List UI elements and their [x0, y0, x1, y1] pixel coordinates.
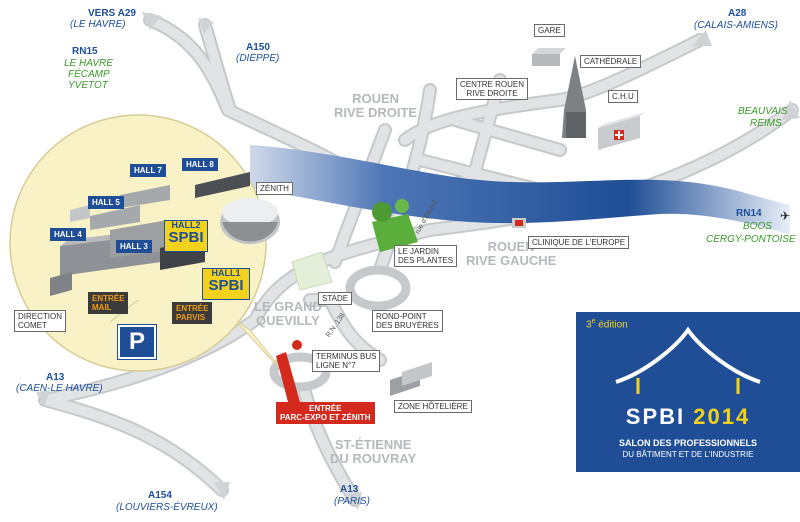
place-rond-point-line1: ROND-POINT [376, 312, 427, 321]
place-zenith: ZÉNITH [256, 182, 293, 195]
road-a29-sub: (LE HAVRE) [70, 19, 126, 30]
place-stade: STADE [318, 292, 353, 305]
spbi-hall2-marker: HALL2 SPBI [164, 220, 208, 252]
entrance-parc-expo-line1: ENTRÉE [309, 404, 342, 413]
east-town-2: REIMS [750, 118, 782, 129]
road-rn15-name: RN15 [72, 46, 98, 57]
rn15-town-3: YVETOT [68, 80, 108, 91]
place-terminus-line2: LIGNE N°7 [316, 361, 356, 370]
spbi-hall1-hall: HALL1 [211, 268, 241, 278]
place-terminus-bus: TERMINUS BUS LIGNE N°7 [312, 350, 381, 372]
place-centre-line1: CENTRE ROUEN [460, 80, 525, 89]
road-a28-name: A28 [728, 8, 747, 19]
place-jardin-line1: LE JARDIN [398, 247, 439, 256]
hall-7-tag: HALL 7 [130, 164, 166, 177]
badge-edition-sup: e [591, 318, 596, 325]
road-a13-west-sub: (CAEN-LE HAVRE) [16, 383, 103, 394]
district-rive-droite-line1: ROUEN [352, 91, 400, 106]
entrance-parc-expo-line2: PARC-EXPO ET ZÉNITH [280, 413, 371, 422]
hall-8-tag: HALL 8 [182, 158, 218, 171]
hall-5-tag: HALL 5 [88, 196, 124, 209]
district-st-etienne: ST-ÉTIENNE DU ROUVRAY [330, 438, 416, 466]
badge-title: SPBI 2014 [576, 404, 800, 430]
place-centre-rouen: CENTRE ROUEN RIVE DROITE [456, 78, 529, 100]
badge-edition-num: 3 [586, 319, 592, 331]
seine-river [250, 145, 790, 235]
entrance-parc-expo: ENTRÉE PARC-EXPO ET ZÉNITH [276, 402, 375, 424]
district-st-etienne-line1: ST-ÉTIENNE [334, 437, 412, 452]
jardin-des-plantes-park [372, 199, 418, 252]
badge-brand: SPBI [625, 404, 686, 429]
road-arrowheads [36, 12, 800, 510]
spbi-hall1-brand: SPBI [208, 277, 244, 294]
place-clinique: CLINIQUE DE L'EUROPE [528, 236, 630, 249]
entrance-pointer [276, 352, 300, 402]
district-grand-quevilly-line1: LE GRAND [254, 299, 322, 314]
road-a150-name: A150 [246, 42, 270, 53]
rn15-town-1: LE HAVRE [64, 58, 113, 69]
entrance-mail: ENTRÉE MAIL [88, 292, 129, 314]
entrance-parvis-line2: PARVIS [176, 313, 206, 322]
spbi-hall2-hall: HALL2 [171, 220, 201, 230]
stade-area [291, 251, 333, 291]
road-a13-south-sub: (PARIS) [334, 496, 370, 507]
place-rond-point: ROND-POINT DES BRUYÈRES [372, 310, 443, 332]
entrance-parvis-line1: ENTRÉE [176, 304, 209, 313]
badge-line2: DU BÂTIMENT ET DE L'INDUSTRIE [622, 450, 754, 459]
badge-year: 2014 [693, 404, 751, 429]
road-a154-name: A154 [148, 490, 172, 501]
district-st-etienne-line2: DU ROUVRAY [330, 451, 417, 466]
road-a13-south-name: A13 [340, 484, 359, 495]
badge-edition-word: édition [595, 319, 628, 331]
road-a154-sub: (LOUVIERS-ÉVREUX) [116, 502, 218, 513]
place-jardin-des-plantes: LE JARDIN DES PLANTES [394, 245, 458, 267]
badge-line1: SALON DES PROFESSIONNELS [618, 438, 758, 448]
district-rive-gauche: ROUEN RIVE GAUCHE [466, 240, 556, 268]
spbi-hall2-brand: SPBI [168, 229, 204, 246]
district-rive-gauche-line2: RIVE GAUCHE [466, 253, 557, 268]
place-chu: C.H.U [608, 90, 638, 103]
airplane-icon: ✈ [780, 209, 791, 223]
rn14-town-1: BOOS [743, 221, 772, 232]
district-rive-droite-line2: RIVE DROITE [334, 105, 418, 120]
east-town-1: BEAUVAIS [738, 106, 788, 117]
rn14-town-2: CERGY-PONTOISE [706, 234, 796, 245]
badge-roof-logo [615, 326, 761, 394]
road-a29-label: VERS A29 [88, 8, 136, 19]
hotel-zone-buildings [292, 340, 432, 396]
hall-3-tag: HALL 3 [116, 240, 152, 253]
place-direction-comet: DIRECTION COMET [14, 310, 66, 332]
place-rond-point-line2: DES BRUYÈRES [376, 321, 439, 330]
hall-4-tag: HALL 4 [50, 228, 86, 241]
place-zone-hoteliere: ZONE HÔTELIÈRE [394, 400, 472, 413]
parking-icon: P [118, 325, 156, 359]
road-rn14-name: RN14 [736, 208, 762, 219]
place-jardin-line2: DES PLANTES [398, 256, 454, 265]
district-grand-quevilly-line2: QUEVILLY [256, 313, 320, 328]
district-rive-droite: ROUEN RIVE DROITE [334, 92, 417, 120]
place-terminus-line1: TERMINUS BUS [316, 352, 377, 361]
event-badge: 3e édition SPBI 2014 SALON DES PROFESSIO… [576, 312, 800, 472]
entrance-mail-line1: ENTRÉE [92, 294, 125, 303]
entrance-parvis: ENTRÉE PARVIS [172, 302, 213, 324]
place-gare: GARE [534, 24, 565, 37]
district-rive-gauche-line1: ROUEN [487, 239, 535, 254]
road-a150-sub: (DIEPPE) [236, 53, 280, 64]
place-direction-comet-line2: COMET [18, 321, 47, 330]
place-cathedrale: CATHÉDRALE [580, 55, 642, 68]
badge-edition: 3e édition [586, 318, 628, 330]
road-a29-name: VERS A29 [88, 8, 136, 19]
place-direction-comet-line1: DIRECTION [18, 312, 62, 321]
road-a13-west-name: A13 [46, 372, 65, 383]
district-grand-quevilly: LE GRAND QUEVILLY [254, 300, 322, 328]
entrance-mail-line2: MAIL [92, 303, 112, 312]
rn15-town-2: FÉCAMP [68, 69, 110, 80]
place-centre-line2: RIVE DROITE [466, 89, 518, 98]
road-a28-sub: (CALAIS-AMIENS) [694, 20, 778, 31]
city-buildings [512, 48, 646, 228]
spbi-hall1-marker: HALL1 SPBI [202, 268, 250, 300]
